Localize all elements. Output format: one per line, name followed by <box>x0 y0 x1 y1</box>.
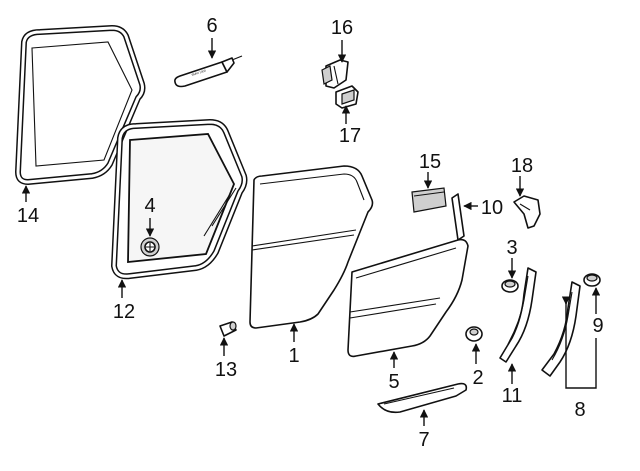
sill-trim-part <box>377 382 468 414</box>
lower-hinge-part <box>335 85 359 109</box>
window-frame-seal-part <box>15 25 146 185</box>
clip-9-part <box>583 273 601 287</box>
clip-3-part <box>501 279 519 293</box>
callout-13: 13 <box>215 359 237 381</box>
grommet-part <box>140 237 160 257</box>
sealer-tube-part: BMW 1000 <box>174 55 243 88</box>
callout-2: 2 <box>472 367 483 389</box>
plug-2-part <box>465 326 483 342</box>
callout-4: 4 <box>144 195 155 217</box>
callout-16: 16 <box>331 17 353 39</box>
callout-7: 7 <box>418 429 429 451</box>
callout-6: 6 <box>206 15 217 37</box>
seal-strip-part <box>451 193 465 241</box>
leader-lines <box>21 38 601 426</box>
callout-10: 10 <box>481 197 503 219</box>
callout-18: 18 <box>511 155 533 177</box>
door-shell-part <box>249 165 374 329</box>
callout-11: 11 <box>502 385 523 407</box>
callout-9: 9 <box>592 315 603 337</box>
callout-15: 15 <box>419 151 441 173</box>
door-check-plug-part <box>219 321 237 337</box>
callout-12: 12 <box>113 301 135 323</box>
bracket-clip-part <box>513 195 541 229</box>
callout-1: 1 <box>288 345 299 367</box>
callout-17: 17 <box>339 125 361 147</box>
callout-labels: 6 16 17 4 14 12 13 1 15 10 18 3 5 2 9 11… <box>17 15 604 451</box>
upper-hinge-part <box>321 59 349 89</box>
pillar-molding-8-part <box>541 281 581 377</box>
pillar-trim-11-part <box>499 267 537 363</box>
callout-3: 3 <box>506 237 517 259</box>
door-glass-part <box>111 119 248 280</box>
door-outer-panel-part <box>347 238 469 358</box>
pad-part <box>411 187 447 213</box>
callout-5: 5 <box>388 371 399 393</box>
callout-14: 14 <box>17 205 39 227</box>
callout-8: 8 <box>574 399 585 421</box>
svg-text:BMW 1000: BMW 1000 <box>191 68 207 76</box>
